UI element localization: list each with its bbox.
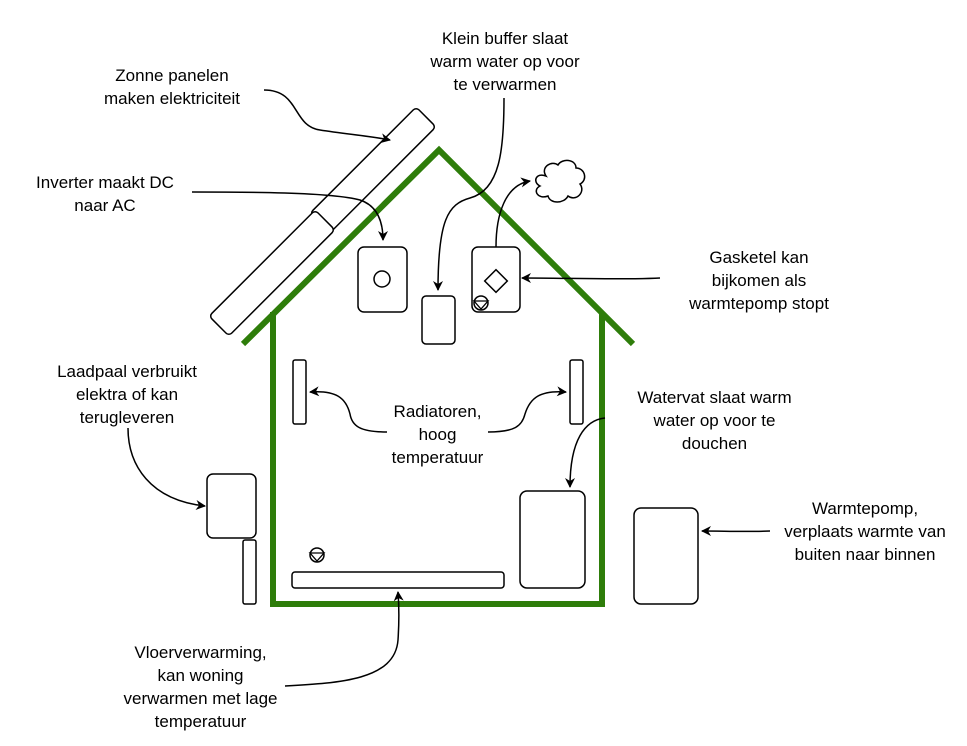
radiator-left: [292, 359, 307, 425]
label-gas-boiler: Gasketel kan bijkomen als warmtepomp sto…: [689, 248, 829, 313]
inverter: [357, 246, 408, 313]
arrow-buffer: [433, 97, 505, 291]
ev-charger: [206, 473, 257, 605]
arrow-radiator-left: [309, 386, 388, 433]
heat-pump-unit: [633, 507, 699, 605]
arrow-radiator-right: [487, 386, 567, 433]
inverter-dial-icon: [373, 270, 391, 288]
floor-pump-icon: [308, 547, 326, 563]
pump-valve-icon: [472, 295, 490, 311]
arrow-boiler: [521, 273, 661, 284]
arrow-inverter: [191, 191, 388, 241]
label-inverter: Inverter maakt DC naar AC: [36, 173, 174, 215]
solar-panels: [209, 107, 436, 336]
arrow-solar: [263, 89, 391, 144]
boiler-diamond-icon: [483, 268, 509, 294]
label-solar-panels: Zonne panelen maken elektriciteit: [103, 66, 241, 108]
floor-heating-pipe: [291, 571, 505, 589]
cloud-icon: [535, 159, 586, 203]
water-tank: [519, 490, 586, 589]
label-ev-charger: Laadpaal verbruikt elektra of kan terugl…: [57, 362, 197, 427]
label-heat-pump: Warmtepomp, verplaats warmte van buiten …: [784, 499, 946, 564]
gas-boiler: [471, 246, 521, 313]
arrow-exhaust: [495, 177, 531, 248]
label-floor-heating: Vloerverwarming, kan woning verwarmen me…: [123, 643, 278, 731]
radiator-right: [569, 359, 584, 425]
house-roof: [240, 145, 636, 347]
arrow-charger: [127, 427, 206, 510]
label-radiators: Radiatoren, hoog temperatuur: [391, 402, 484, 467]
house: [240, 145, 636, 607]
label-water-tank: Watervat slaat warm water op voor te dou…: [637, 388, 792, 453]
arrow-tank: [565, 417, 606, 488]
solar-panel-lower: [209, 210, 335, 336]
small-buffer-tank: [421, 295, 456, 345]
house-walls: [270, 312, 605, 607]
ev-charger-post: [242, 539, 257, 605]
arrow-floor: [284, 591, 404, 687]
label-small-buffer: Klein buffer slaat warm water op voor te…: [430, 29, 580, 94]
annotation-arrows: [127, 89, 771, 687]
